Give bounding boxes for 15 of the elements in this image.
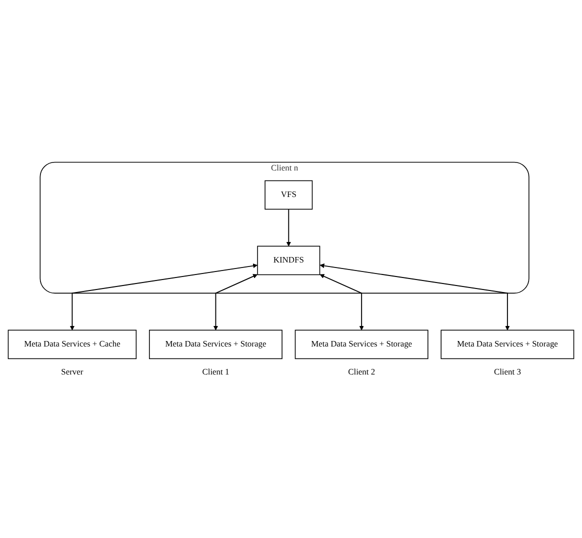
node-box: KINDFS [257, 246, 320, 276]
arrow [213, 274, 258, 330]
arrow [70, 264, 258, 330]
node-caption: Server [61, 366, 84, 377]
node-box: Meta Data Services + Cache [8, 330, 137, 360]
arrow [320, 264, 510, 330]
node-box: Meta Data Services + Storage [294, 330, 428, 360]
arrow [320, 274, 364, 330]
node-box: Meta Data Services + Storage [149, 330, 282, 360]
node-box: VFS [264, 180, 313, 210]
node-box: Meta Data Services + Storage [440, 330, 574, 360]
node-caption: Client 1 [202, 366, 230, 377]
arrow [286, 208, 291, 246]
node-caption: Client 2 [348, 366, 376, 377]
node-caption: Client 3 [494, 366, 521, 377]
